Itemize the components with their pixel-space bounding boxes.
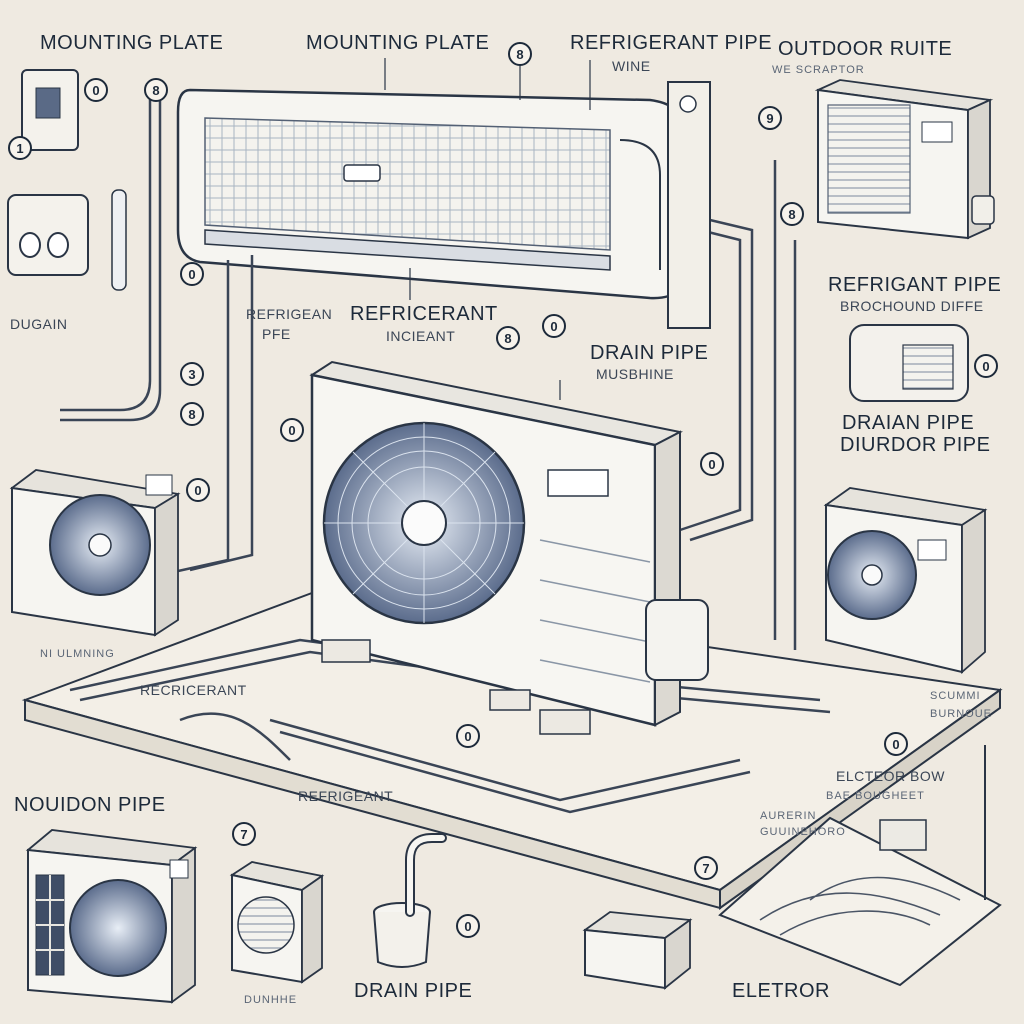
label-drain-pipe-right: DRAIAN PIPE <box>842 412 975 434</box>
callout-19: 0 <box>84 78 108 102</box>
label-elector-bow: ELCTEOR BOW <box>836 768 945 784</box>
filter-module <box>229 861 325 984</box>
callout-5: 8 <box>180 402 204 426</box>
outdoor-unit-right <box>823 487 988 674</box>
drain-bucket <box>373 833 447 968</box>
wall-bracket <box>667 81 711 329</box>
callout-15: 0 <box>186 478 210 502</box>
label-drain-pipe-center: DRAIN PIPE <box>590 342 709 364</box>
callout-4: 3 <box>180 362 204 386</box>
label-refrigeant-pipe-left2: PFE <box>262 326 291 342</box>
callout-3: 0 <box>180 262 204 286</box>
callout-13: 7 <box>694 856 718 880</box>
outdoor-unit-bottom-left <box>25 829 198 1004</box>
electronic-board <box>718 745 1002 987</box>
callout-12: 7 <box>232 822 256 846</box>
label-refrigerant-pipe-right-sub: BROCHOUND DIFFE <box>840 298 984 314</box>
label-drain-pipe-bottom: DRAIN PIPE <box>354 980 473 1002</box>
label-refrigeant-bottom: REFRIGEANT <box>298 788 394 804</box>
vertical-pipes <box>60 95 797 650</box>
callout-7: 0 <box>542 314 566 338</box>
label-refrigeant-pipe-left: REFRIGEAN <box>246 306 333 322</box>
callout-10: 9 <box>758 106 782 130</box>
label-outdoor-unit-sub: WE SCRAPTOR <box>772 64 865 76</box>
callout-11: 8 <box>780 202 804 226</box>
label-outdoor-unit: OUTDOOR RUITE <box>778 38 953 60</box>
callout-17: 0 <box>456 914 480 938</box>
label-drain-pipe-center-sub: MUSBHINE <box>596 366 674 382</box>
label-outdoor-pipe-right: DIURDOR PIPE <box>840 434 991 456</box>
label-drain-left: DUGAIN <box>10 316 68 332</box>
label-refrigerant-center-sub: INCIEANT <box>386 328 456 344</box>
label-aumedin-sub: GUUINEHORO <box>760 826 846 838</box>
label-aumedin: AURERIN <box>760 810 817 822</box>
indoor-unit <box>176 88 692 300</box>
label-floor-left-sub: NI ULMNING <box>40 648 115 660</box>
outdoor-unit-top-right <box>814 79 995 240</box>
label-mounting-plate-top: MOUNTING PLATE <box>306 32 490 54</box>
callout-6: 8 <box>496 326 520 350</box>
leader-lines <box>384 58 591 400</box>
label-elector-bow-sub: BAE BOUGHEET <box>826 790 925 802</box>
callout-2: 1 <box>8 136 32 160</box>
mounting-plate-widget <box>7 69 127 291</box>
callout-20: 8 <box>144 78 168 102</box>
label-scmm: SCUMMI <box>930 690 981 702</box>
outdoor-unit-left <box>9 469 181 637</box>
main-outdoor-unit <box>309 360 709 735</box>
label-mounting-plate-left: MOUNTING PLATE <box>40 32 224 54</box>
callout-1: 8 <box>508 42 532 66</box>
label-elector: ELETROR <box>732 980 830 1002</box>
label-outdoor-pipe-bottom: NOUIDON PIPE <box>14 794 166 816</box>
callout-18: 0 <box>884 732 908 756</box>
label-refrigeant-floor: RECRICERANT <box>140 682 247 698</box>
label-scmm-sub: BURNOUE <box>930 708 993 720</box>
callout-9: 0 <box>700 452 724 476</box>
label-refrigerant-pipe-top: REFRIGERANT PIPE <box>570 32 773 54</box>
label-wine: WINE <box>612 58 651 74</box>
label-refrigerant-pipe-right: REFRIGANT PIPE <box>828 274 1002 296</box>
callout-8: 0 <box>280 418 304 442</box>
control-box <box>582 911 693 990</box>
callout-14: 0 <box>974 354 998 378</box>
compressor-module <box>849 324 969 402</box>
label-refrigerant-center: REFRICERANT <box>350 303 498 325</box>
label-bottom-small: DUNHHE <box>244 994 298 1006</box>
callout-16: 0 <box>456 724 480 748</box>
